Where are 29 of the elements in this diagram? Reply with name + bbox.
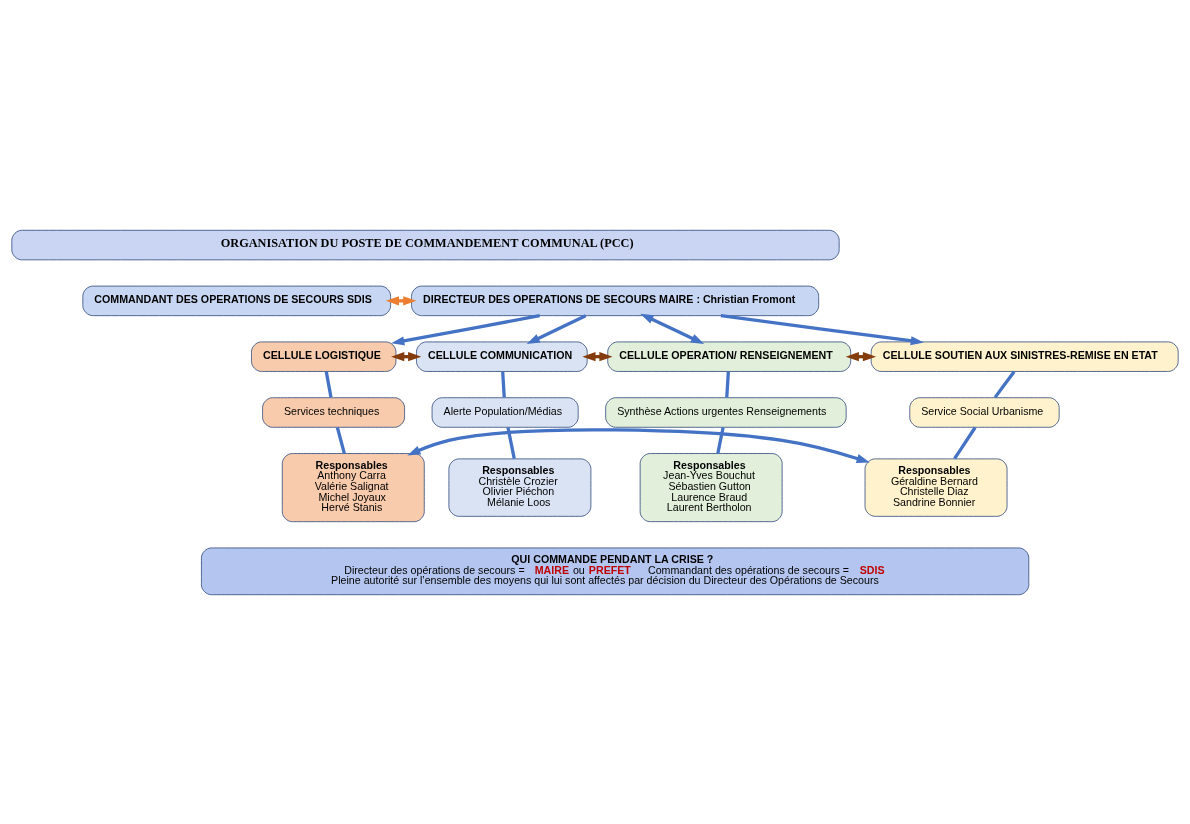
connector <box>335 426 346 454</box>
node-box: DIRECTEUR DES OPERATIONS DE SECOURS MAIRE : Christian Fromont <box>411 285 820 316</box>
arrow <box>640 313 705 344</box>
arrow <box>526 313 587 344</box>
connector <box>725 371 730 397</box>
arrow <box>391 313 540 345</box>
connector <box>993 370 1016 398</box>
node-box: CELLULE LOGISTIQUE <box>251 341 397 372</box>
node-box: Responsables Jean-Yves Bouchut Sébastien Gutton Laurence Braud Laurent Bertholon <box>639 452 783 522</box>
connector <box>953 426 977 460</box>
node-box: CELLULE COMMUNICATION <box>416 341 588 372</box>
arrow <box>407 427 870 463</box>
connector <box>501 371 506 397</box>
connector <box>716 426 725 454</box>
node-box: ORGANISATION DU POSTE DE COMMANDEMENT COMMUNAL (PCC) <box>11 229 840 260</box>
arrow <box>720 313 924 345</box>
connector <box>506 426 516 459</box>
node-box: Service Social Urbanisme <box>909 396 1060 428</box>
node-box: Responsables Géraldine Bernard Christelle Diaz Sandrine Bonnier <box>864 457 1008 517</box>
node-box: Alerte Population/Médias <box>431 396 579 428</box>
node-box: Services techniques <box>262 396 405 428</box>
connector <box>324 370 333 398</box>
node-box: CELLULE SOUTIEN AUX SINISTRES-REMISE EN ETAT <box>870 341 1179 372</box>
node-box: Responsables Christèle Crozier Olivier Piéchon Mélanie Loos <box>448 457 592 517</box>
node-box: QUI COMMANDE PENDANT LA CRISE ? Directeur des opérations de secours = MAIRE ou PREFET Commandant des opérations de secours = SDIS Pleine autorité sur l’ensemble des moyens qui lui sont affectés par décision du Directeur des Opérations de Secours <box>201 547 1030 595</box>
node-box: COMMANDANT DES OPERATIONS DE SECOURS SDIS <box>82 285 392 316</box>
node-box: Responsables Anthony Carra Valérie Salignat Michel Joyaux Hervé Stanis <box>281 452 425 522</box>
node-box: CELLULE OPERATION/ RENSEIGNEMENT <box>607 341 852 372</box>
node-box: Synthèse Actions urgentes Renseignements <box>605 396 847 428</box>
